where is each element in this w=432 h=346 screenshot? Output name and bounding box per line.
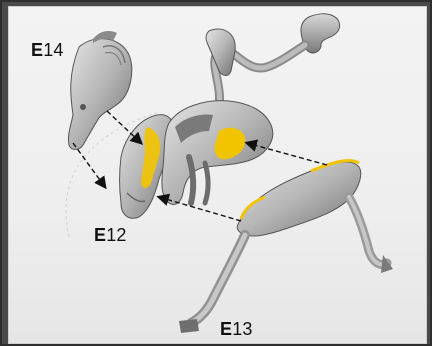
- assembly-diagram: [9, 7, 427, 344]
- label-e13: E13: [220, 320, 253, 338]
- part-e13-hindquarters: [179, 161, 393, 333]
- arrow-e14-to-e12-lower: [73, 143, 105, 187]
- label-e12: E12: [94, 226, 127, 244]
- label-e14: E14: [31, 41, 64, 59]
- part-e14-head: [68, 31, 131, 150]
- assembly-panel: E14 E12 E13: [8, 6, 427, 344]
- arrow-e13-to-e12: [159, 197, 241, 221]
